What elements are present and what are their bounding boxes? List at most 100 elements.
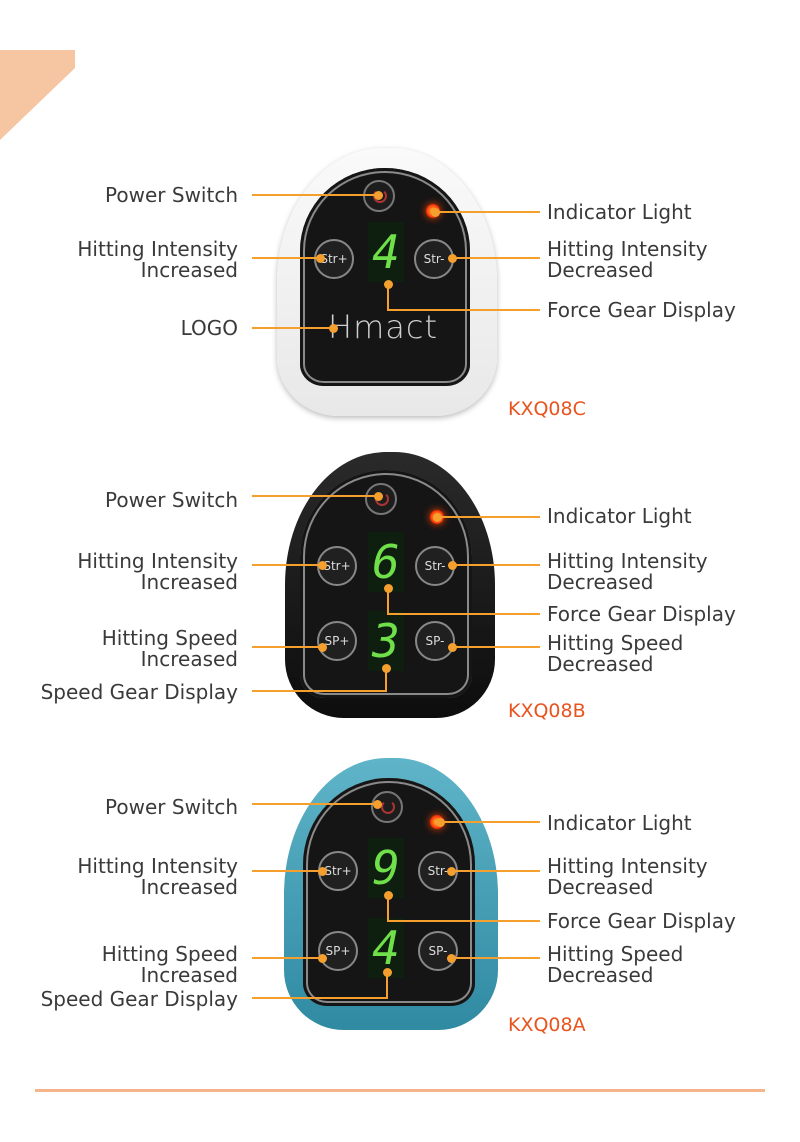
callout-line [252,997,388,999]
label-speed-gear-display: Speed Gear Display [40,987,238,1011]
label-line: Increased [140,875,238,899]
label-line: Hitting Intensity [547,549,708,573]
model-label: KXQ08C [508,398,586,420]
callout-dot [436,818,445,827]
label-line: Increased [140,963,238,987]
sp-minus-button[interactable]: SP- [418,931,458,971]
callout-line [252,690,387,692]
label-power-switch: Power Switch [105,795,238,819]
label-indicator-light: Indicator Light [547,504,692,528]
callout-dot [431,208,440,217]
label-indicator-light: Indicator Light [547,811,692,835]
callout-line [252,257,320,259]
callout-dot [447,867,456,876]
corner-decoration [0,50,75,140]
label-line: Hitting Speed [547,631,684,655]
callout-line [452,564,540,566]
callout-line [385,668,387,691]
callout-line [452,257,540,259]
callout-line [451,870,540,872]
callout-dot [384,891,393,900]
callout-dot [383,968,392,977]
callout-dot [373,800,382,809]
label-line: Increased [140,647,238,671]
label-force-gear-display: Force Gear Display [547,602,736,626]
callout-line [386,972,388,998]
label-line: Decreased [547,258,654,282]
callout-line [252,870,322,872]
speed-gear-display: 3 [368,611,404,671]
callout-line [437,821,540,823]
callout-line [452,646,540,648]
label-line: Decreased [547,652,654,676]
callout-dot [318,561,327,570]
label-line: Hitting Speed [101,626,238,650]
callout-line [437,516,540,518]
model-label: KXQ08B [508,700,586,722]
label-line: Decreased [547,570,654,594]
callout-dot [448,643,457,652]
sp-minus-button[interactable]: SP- [415,621,455,661]
callout-dot [329,324,338,333]
label-line: Hitting Intensity [77,854,238,878]
power-switch[interactable] [371,791,403,823]
label-speed-gear-display: Speed Gear Display [40,680,238,704]
callout-line [387,309,540,311]
callout-dot [316,254,325,263]
callout-line [387,284,389,310]
callout-dot [382,664,391,673]
callout-line [252,495,378,497]
callout-dot [374,191,383,200]
callout-line [252,194,378,196]
callout-line [252,327,333,329]
model-label: KXQ08A [508,1014,586,1036]
callout-line [252,646,322,648]
sp-plus-button[interactable]: SP+ [317,621,357,661]
callout-line [387,920,540,922]
label-line: Hitting Speed [547,942,684,966]
bottom-divider [35,1089,765,1092]
force-gear-display: 9 [368,838,404,898]
label-force-gear-display: Force Gear Display [547,298,736,322]
speed-gear-display: 4 [368,918,404,978]
callout-dot [447,954,456,963]
force-gear-display: 6 [368,532,404,592]
callout-line [252,957,322,959]
callout-dot [448,561,457,570]
callout-line [252,803,377,805]
label-indicator-light: Indicator Light [547,200,692,224]
callout-line [387,588,389,614]
label-line: Hitting Intensity [547,237,708,261]
callout-line [252,564,322,566]
callout-line [387,895,389,921]
force-gear-display: 4 [368,222,404,282]
callout-dot [384,584,393,593]
label-line: Hitting Intensity [77,549,238,573]
label-line: Decreased [547,875,654,899]
callout-line [387,613,540,615]
label-line: Decreased [547,963,654,987]
str-minus-button[interactable]: Str- [414,239,454,279]
label-line: Increased [140,258,238,282]
callout-dot [384,280,393,289]
callout-dot [318,954,327,963]
callout-dot [374,492,383,501]
callout-dot [318,867,327,876]
label-power-switch: Power Switch [105,488,238,512]
callout-dot [433,513,442,522]
label-line: Increased [140,570,238,594]
sp-plus-button[interactable]: SP+ [318,931,358,971]
label-logo: LOGO [180,316,238,340]
label-line: Hitting Intensity [547,854,708,878]
callout-dot [448,254,457,263]
logo: Hmact [328,308,438,346]
